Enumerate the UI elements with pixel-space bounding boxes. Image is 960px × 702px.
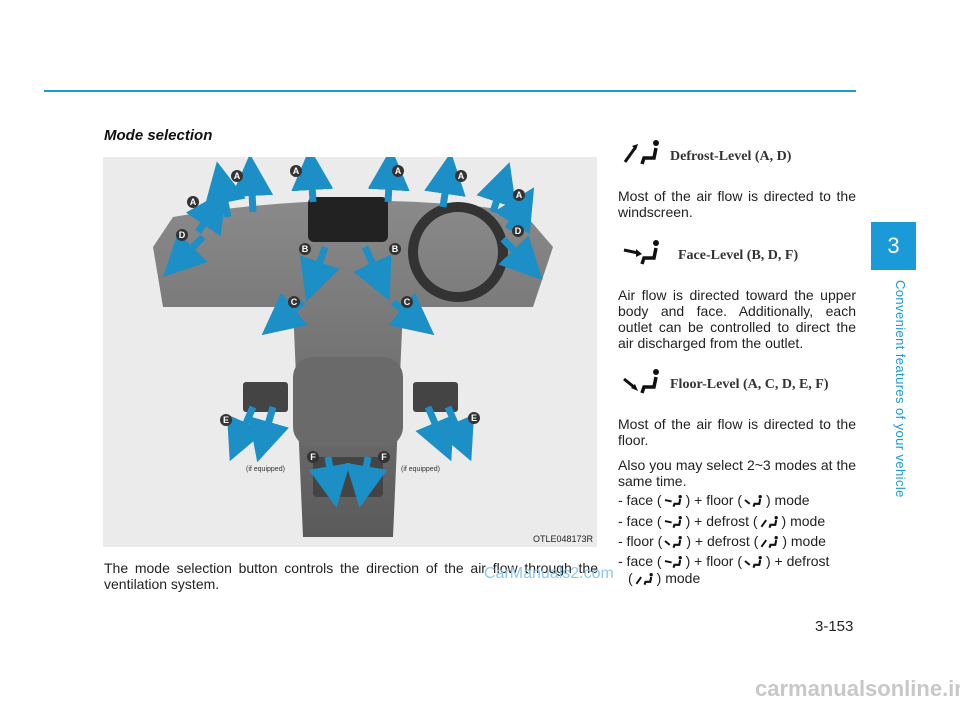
- airflow-arrows: [163, 157, 543, 508]
- face-level-heading: Face-Level (B, D, F): [678, 248, 799, 263]
- defrost-level-heading: Defrost-Level (A, D): [670, 149, 792, 164]
- defrost-level-text: Most of the air flow is directed to the …: [618, 188, 856, 220]
- svg-text:E: E: [223, 415, 229, 425]
- armrest-shape: [293, 357, 403, 447]
- svg-text:B: B: [302, 244, 309, 254]
- defrost-level-icon: [623, 140, 659, 165]
- left-floor-duct: [243, 382, 288, 412]
- defrost-level-icon: [760, 536, 779, 549]
- svg-text:B: B: [392, 244, 399, 254]
- svg-text:E: E: [471, 413, 477, 423]
- dashboard-illustration: A A A A A A D D B B C C E E F F (if equi…: [103, 157, 597, 547]
- combo-text: ) mode: [782, 533, 826, 549]
- chapter-tab[interactable]: 3: [871, 222, 916, 270]
- figure-code: OTLE048173R: [532, 534, 593, 544]
- combo-text: - face (: [618, 553, 662, 569]
- combo-text: ) + defrost (: [685, 513, 758, 529]
- svg-text:F: F: [381, 452, 387, 462]
- watermark-carmanuals2: CarManuals2.com: [484, 565, 614, 582]
- combo-text: (: [628, 570, 633, 586]
- combo-face-floor-defrost-cont: ( ) mode: [628, 570, 700, 586]
- combo-text: ) + floor (: [685, 492, 742, 508]
- svg-text:D: D: [179, 230, 186, 240]
- if-equipped-note-left: (if equipped): [246, 466, 285, 473]
- section-title: Mode selection: [104, 127, 213, 144]
- figure-caption: The mode selection button controls the d…: [104, 560, 598, 592]
- svg-text:D: D: [515, 226, 522, 236]
- combo-text: - face (: [618, 492, 662, 508]
- dashboard-drawing: A A A A A A D D B B C C E E F F: [153, 157, 553, 538]
- combo-text: ) + defrost (: [686, 533, 759, 549]
- outlet-labels: A A A A A A D D B B C C E E F F: [176, 165, 525, 463]
- if-equipped-note-right: (if equipped): [401, 466, 440, 473]
- face-level-icon: [664, 516, 682, 529]
- right-floor-duct: [413, 382, 458, 412]
- defrost-level-icon: [760, 516, 778, 529]
- combo-text: ) mode: [765, 492, 810, 508]
- combo-text: ) mode: [656, 570, 701, 586]
- svg-text:A: A: [458, 171, 465, 181]
- svg-text:A: A: [516, 190, 523, 200]
- svg-text:A: A: [190, 197, 197, 207]
- combo-face-floor-defrost: - face ( ) + floor ( ) + defrost: [618, 553, 829, 569]
- rear-vent-shape: [313, 457, 383, 497]
- combo-text: ) mode: [781, 513, 826, 529]
- combo-face-floor: - face ( ) + floor ( ) mode: [618, 492, 810, 508]
- face-level-icon: [664, 556, 682, 569]
- page-number: 3-153: [815, 618, 854, 635]
- combo-text: ) + defrost: [765, 553, 830, 569]
- combo-floor-defrost: - floor ( ) + defrost ( ) mode: [618, 533, 826, 549]
- floor-level-icon: [664, 536, 683, 549]
- chapter-title: Convenient features of your vehicle: [893, 280, 908, 498]
- chapter-number: 3: [887, 233, 900, 258]
- combo-intro: Also you may select 2~3 modes at the sam…: [618, 457, 856, 489]
- face-level-icon: [623, 240, 659, 265]
- combo-text: ) + floor (: [685, 553, 742, 569]
- screen-shape: [308, 197, 388, 242]
- svg-text:A: A: [293, 166, 300, 176]
- svg-text:A: A: [395, 166, 402, 176]
- floor-level-icon: [623, 369, 659, 394]
- defrost-level-icon: [635, 573, 653, 586]
- watermark-carmanualsonline: carmanualsonline.info: [755, 676, 960, 701]
- face-level-icon: [664, 495, 682, 508]
- chapter-caption: Convenient features of your vehicle: [893, 280, 908, 500]
- svg-text:C: C: [291, 297, 298, 307]
- face-level-text: Air flow is directed toward the upper bo…: [618, 287, 856, 351]
- svg-text:C: C: [404, 297, 411, 307]
- header-rule: [44, 90, 856, 92]
- combo-face-defrost: - face ( ) + defrost ( ) mode: [618, 513, 825, 529]
- floor-level-icon: [744, 556, 762, 569]
- combo-text: - face (: [618, 513, 662, 529]
- floor-level-heading: Floor-Level (A, C, D, E, F): [670, 377, 829, 392]
- svg-text:A: A: [234, 171, 241, 181]
- combo-text: - floor (: [618, 533, 663, 549]
- floor-level-text: Most of the air flow is directed to the …: [618, 416, 856, 448]
- svg-text:F: F: [310, 452, 316, 462]
- floor-level-icon: [744, 495, 762, 508]
